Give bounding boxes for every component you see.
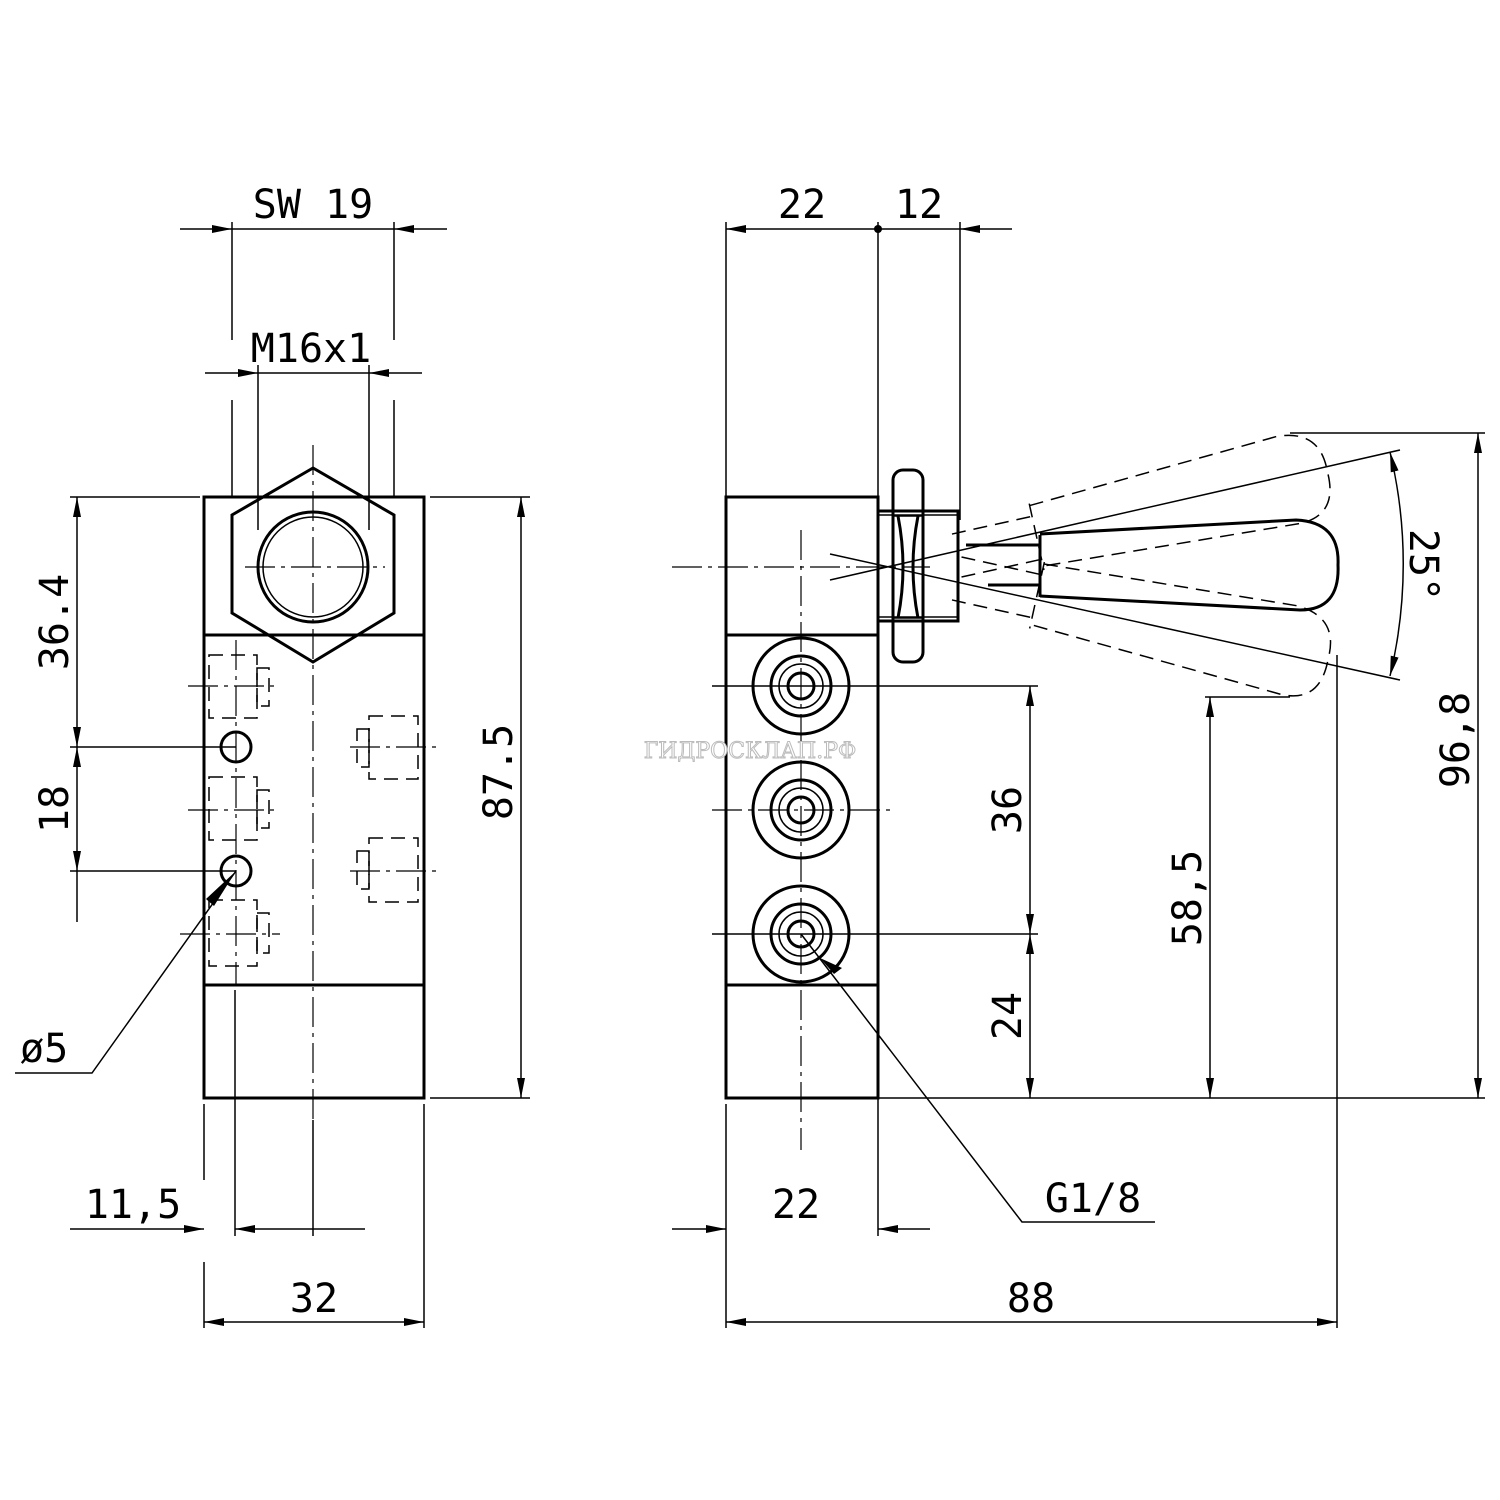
dim-sw19: SW 19 <box>253 182 373 228</box>
dim-g1-8: G1/8 <box>1045 1176 1141 1222</box>
dim-22-top: 22 <box>778 182 826 228</box>
dim-22-bottom: 22 <box>772 1182 820 1228</box>
dim-12: 12 <box>895 182 943 228</box>
lever-position-up <box>951 434 1331 578</box>
dim-58-5: 58,5 <box>1165 850 1211 946</box>
hidden-ports <box>208 654 419 967</box>
lever <box>829 434 1401 697</box>
front-view: SW 19 M16x1 36.4 18 87.5 ø5 11,5 <box>15 182 530 1328</box>
hex-nut <box>230 466 396 664</box>
side-view: 25° 22 12 36 24 58,5 96,8 22 G1/8 <box>672 182 1485 1328</box>
dim-88: 88 <box>1007 1276 1055 1322</box>
lock-nut <box>891 468 925 664</box>
dim-87-5: 87.5 <box>476 724 522 820</box>
valve-body-front <box>202 495 426 1100</box>
dim-96-8: 96,8 <box>1433 692 1479 788</box>
dim-25-deg: 25° <box>1400 529 1446 601</box>
watermark: ГИДРОСКЛАП.РФ <box>644 739 857 764</box>
lever-handle <box>1039 518 1340 612</box>
dim-32: 32 <box>290 1276 338 1322</box>
dim-36-4: 36.4 <box>32 574 78 670</box>
dim-36: 36 <box>985 786 1031 834</box>
angle-arc <box>1389 451 1404 677</box>
lever-position-down <box>951 556 1332 697</box>
dim-18: 18 <box>32 785 78 833</box>
dim-m16x1: M16x1 <box>251 326 371 372</box>
ports <box>712 636 895 984</box>
dim-11-5: 11,5 <box>85 1182 181 1228</box>
dim-diameter-5: ø5 <box>20 1026 68 1072</box>
dim-24: 24 <box>985 992 1031 1040</box>
